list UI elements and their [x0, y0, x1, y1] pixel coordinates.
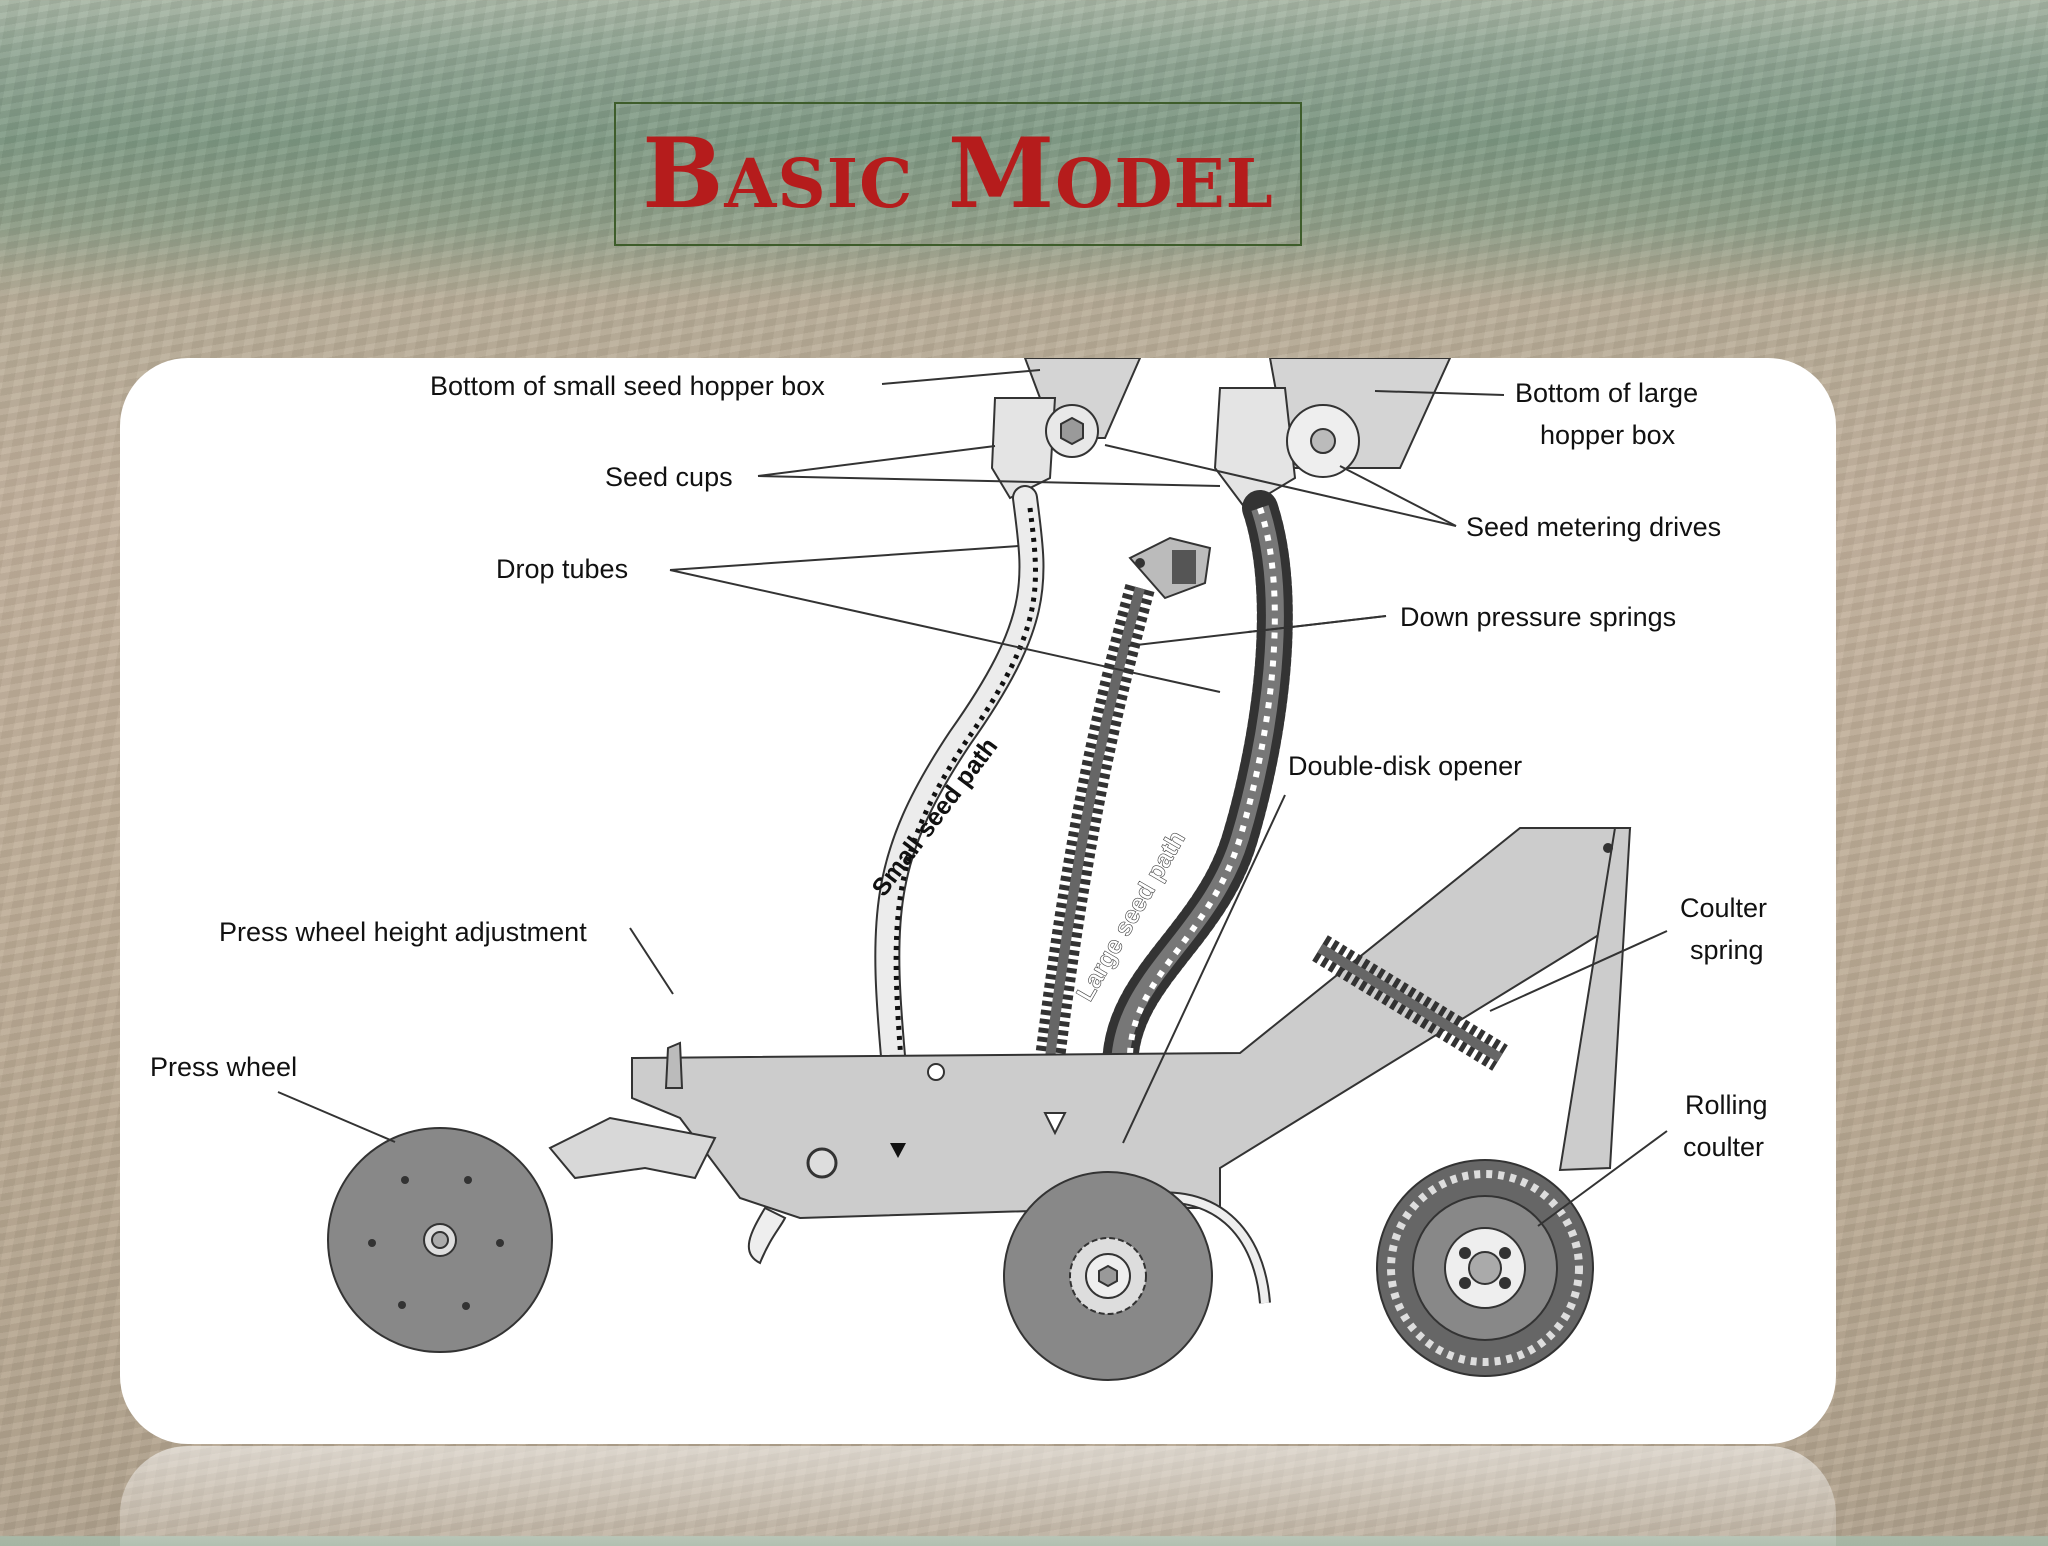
diagram-card: Bottom of small seed hopper box Bottom o…	[120, 358, 1836, 1444]
leader-lines	[277, 369, 1668, 1227]
label-down-pressure: Down pressure springs	[1400, 602, 1676, 632]
double-disk-opener-wheel	[1003, 1171, 1213, 1381]
label-drop-tubes: Drop tubes	[496, 554, 628, 584]
frame	[548, 827, 1632, 1304]
label-rolling-coulter-2: coulter	[1683, 1132, 1764, 1162]
large-hopper	[1213, 358, 1452, 510]
card-reflection	[120, 1446, 1836, 1546]
seed-drill-diagram: Bottom of small seed hopper box Bottom o…	[150, 358, 1768, 1381]
small-path-arrow-icon	[890, 1143, 906, 1158]
down-pressure-spring	[1035, 536, 1212, 1060]
label-seed-metering: Seed metering drives	[1466, 512, 1721, 542]
small-hopper	[990, 358, 1142, 500]
title-box: Basic Model	[614, 102, 1302, 246]
label-coulter-spring-1: Coulter	[1680, 893, 1767, 923]
label-press-adjust: Press wheel height adjustment	[219, 917, 587, 947]
label-press-wheel: Press wheel	[150, 1052, 297, 1082]
label-seed-cups: Seed cups	[605, 462, 733, 492]
label-coulter-spring-2: spring	[1690, 935, 1764, 965]
large-drop-tube	[1111, 505, 1284, 1069]
press-wheel	[327, 1127, 553, 1353]
slide-title: Basic Model	[642, 117, 1274, 230]
label-large-hopper-1: Bottom of large	[1515, 378, 1698, 408]
label-rolling-coulter-1: Rolling	[1685, 1090, 1768, 1120]
label-large-hopper-2: hopper box	[1540, 420, 1676, 450]
rolling-coulter-wheel	[1376, 1159, 1594, 1377]
large-path-arrow-icon	[1043, 1112, 1067, 1136]
label-double-disk: Double-disk opener	[1288, 751, 1522, 781]
label-small-hopper: Bottom of small seed hopper box	[430, 371, 825, 401]
